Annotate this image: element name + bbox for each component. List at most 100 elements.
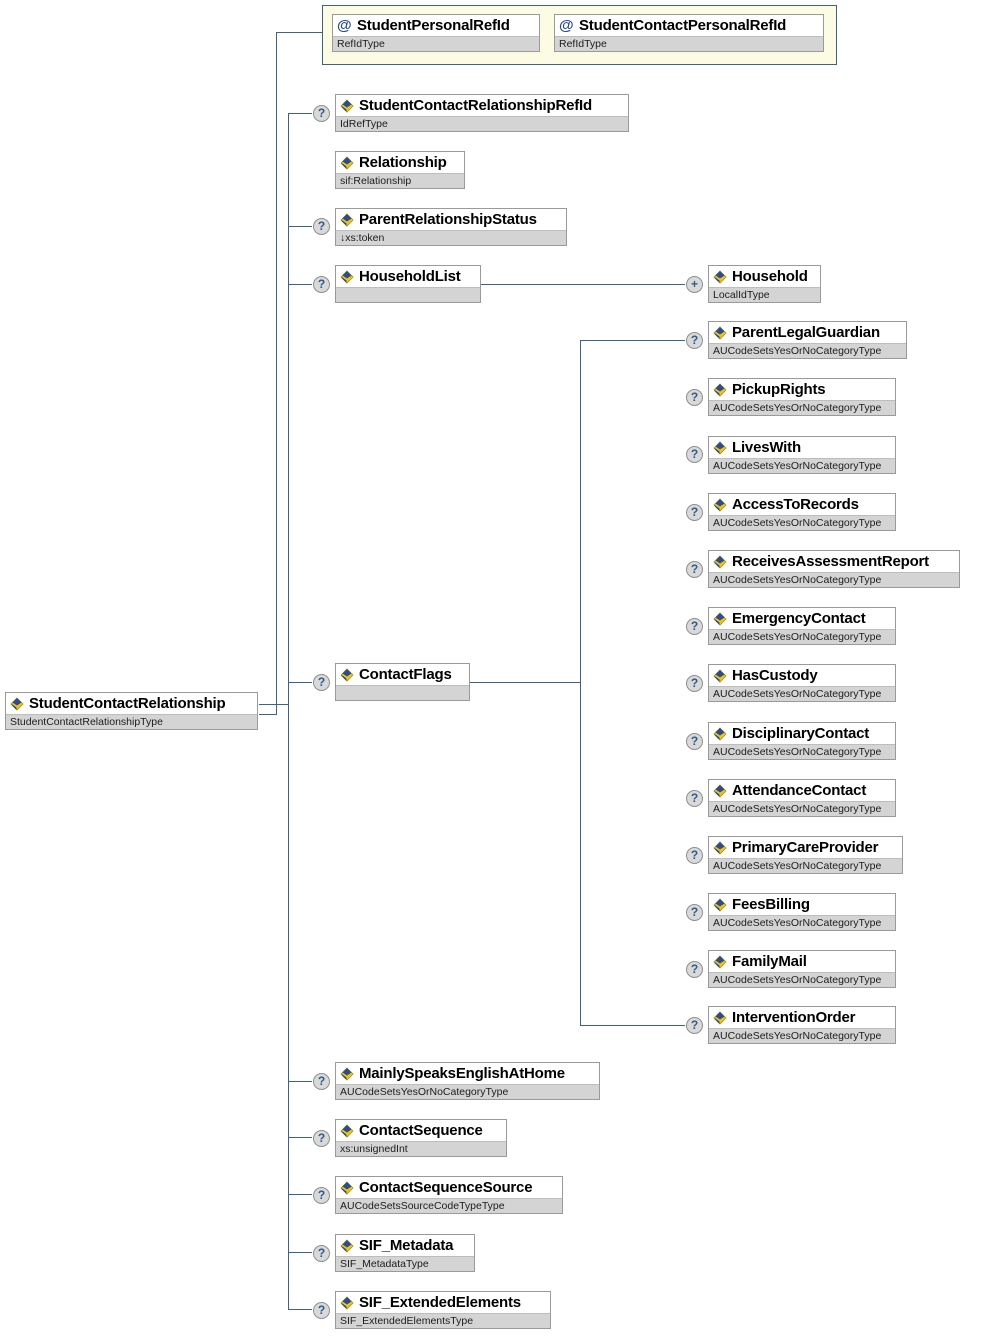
attribute-type: RefIdType — [333, 36, 539, 51]
element-node-relationship[interactable]: Relationship sif:Relationship — [335, 151, 465, 189]
element-node-interventionorder[interactable]: InterventionOrder AUCodeSetsYesOrNoCateg… — [708, 1006, 896, 1044]
occurrence-marker-optional[interactable]: ? — [686, 1017, 703, 1034]
occurrence-marker-expand[interactable]: + — [686, 276, 703, 293]
connector-flags-hub-vertical — [580, 340, 581, 1026]
occurrence-marker-optional[interactable]: ? — [313, 276, 330, 293]
occurrence-marker-optional[interactable]: ? — [686, 618, 703, 635]
occurrence-marker-optional[interactable]: ? — [686, 389, 703, 406]
element-type: AUCodeSetsYesOrNoCategoryType — [709, 343, 906, 358]
connector-stub-contactsequencesource — [288, 1194, 312, 1195]
element-icon — [713, 325, 727, 340]
root-type: StudentContactRelationshipType — [6, 714, 257, 729]
attribute-node-studentcontactpersonalrefid[interactable]: @ StudentContactPersonalRefId RefIdType — [554, 14, 824, 52]
element-icon — [713, 897, 727, 912]
element-label: DisciplinaryContact — [732, 725, 870, 742]
element-node-accesstorecords[interactable]: AccessToRecords AUCodeSetsYesOrNoCategor… — [708, 493, 896, 531]
element-node-contactflags[interactable]: ContactFlags — [335, 663, 470, 701]
element-node-sif-extendedelements[interactable]: SIF_ExtendedElements SIF_ExtendedElement… — [335, 1291, 551, 1329]
element-node-parentlegalguardian[interactable]: ParentLegalGuardian AUCodeSetsYesOrNoCat… — [708, 321, 907, 359]
element-name-row: ParentLegalGuardian — [709, 322, 906, 343]
element-type: AUCodeSetsYesOrNoCategoryType — [709, 515, 895, 530]
element-node-liveswith[interactable]: LivesWith AUCodeSetsYesOrNoCategoryType — [708, 436, 896, 474]
element-node-household[interactable]: Household LocalIdType — [708, 265, 821, 303]
element-type: AUCodeSetsSourceCodeTypeType — [336, 1198, 562, 1213]
element-name-row: FamilyMail — [709, 951, 895, 972]
element-node-mainlyspeaksenglishathome[interactable]: MainlySpeaksEnglishAtHome AUCodeSetsYesO… — [335, 1062, 600, 1100]
occurrence-marker-optional[interactable]: ? — [686, 332, 703, 349]
occurrence-marker-optional[interactable]: ? — [313, 1073, 330, 1090]
element-icon — [713, 668, 727, 683]
element-label: InterventionOrder — [732, 1009, 856, 1026]
connector-contactflags-to-hub — [470, 682, 581, 683]
element-type: LocalIdType — [709, 287, 820, 302]
element-icon — [340, 269, 354, 284]
occurrence-marker-optional[interactable]: ? — [313, 1130, 330, 1147]
element-name-row: Relationship — [336, 152, 464, 173]
element-node-attendancecontact[interactable]: AttendanceContact AUCodeSetsYesOrNoCateg… — [708, 779, 896, 817]
element-node-primarycareprovider[interactable]: PrimaryCareProvider AUCodeSetsYesOrNoCat… — [708, 836, 903, 874]
occurrence-marker-optional[interactable]: ? — [313, 1302, 330, 1319]
connector-stub-parentrelationshipstatus — [288, 226, 312, 227]
occurrence-marker-optional[interactable]: ? — [313, 1187, 330, 1204]
occurrence-marker-optional[interactable]: ? — [686, 675, 703, 692]
occurrence-marker-optional[interactable]: ? — [313, 105, 330, 122]
element-node-studentcontactrelationshiprefid[interactable]: StudentContactRelationshipRefId IdRefTyp… — [335, 94, 629, 132]
element-name-row: StudentContactRelationshipRefId — [336, 95, 628, 116]
element-name-row: Household — [709, 266, 820, 287]
element-name-row: HasCustody — [709, 665, 895, 686]
element-icon — [713, 611, 727, 626]
element-node-contactsequence[interactable]: ContactSequence xs:unsignedInt — [335, 1119, 507, 1157]
element-name-row: PrimaryCareProvider — [709, 837, 902, 858]
element-label: MainlySpeaksEnglishAtHome — [359, 1065, 565, 1082]
element-node-emergencycontact[interactable]: EmergencyContact AUCodeSetsYesOrNoCatego… — [708, 607, 896, 645]
element-name-row: MainlySpeaksEnglishAtHome — [336, 1063, 599, 1084]
element-label: ContactFlags — [359, 666, 452, 683]
root-node-studentcontactrelationship[interactable]: StudentContactRelationship StudentContac… — [5, 692, 258, 730]
occurrence-marker-optional[interactable]: ? — [686, 961, 703, 978]
occurrence-marker-optional[interactable]: ? — [313, 674, 330, 691]
element-node-familymail[interactable]: FamilyMail AUCodeSetsYesOrNoCategoryType — [708, 950, 896, 988]
element-label: AttendanceContact — [732, 782, 867, 799]
occurrence-marker-optional[interactable]: ? — [686, 504, 703, 521]
connector-stub-householdlist — [288, 284, 312, 285]
element-label: ParentLegalGuardian — [732, 324, 880, 341]
element-icon — [713, 382, 727, 397]
element-type: xs:unsignedInt — [336, 1141, 506, 1156]
element-node-receivesassessmentreport[interactable]: ReceivesAssessmentReport AUCodeSetsYesOr… — [708, 550, 960, 588]
element-name-row: ContactSequence — [336, 1120, 506, 1141]
element-node-disciplinarycontact[interactable]: DisciplinaryContact AUCodeSetsYesOrNoCat… — [708, 722, 896, 760]
element-name-row: ParentRelationshipStatus — [336, 209, 566, 230]
element-type: AUCodeSetsYesOrNoCategoryType — [709, 972, 895, 987]
element-node-feesbilling[interactable]: FeesBilling AUCodeSetsYesOrNoCategoryTyp… — [708, 893, 896, 931]
element-icon — [340, 212, 354, 227]
element-icon — [713, 783, 727, 798]
element-node-contactsequencesource[interactable]: ContactSequenceSource AUCodeSetsSourceCo… — [335, 1176, 563, 1214]
element-type — [336, 685, 469, 700]
connector-householdlist-to-household — [481, 284, 685, 285]
element-icon — [340, 1295, 354, 1310]
attribute-node-studentpersonalrefid[interactable]: @ StudentPersonalRefId RefIdType — [332, 14, 540, 52]
occurrence-marker-optional[interactable]: ? — [686, 904, 703, 921]
attribute-type: RefIdType — [555, 36, 823, 51]
occurrence-marker-optional[interactable]: ? — [686, 847, 703, 864]
element-node-householdlist[interactable]: HouseholdList — [335, 265, 481, 303]
occurrence-marker-optional[interactable]: ? — [686, 790, 703, 807]
occurrence-marker-optional[interactable]: ? — [313, 218, 330, 235]
element-name-row: HouseholdList — [336, 266, 480, 287]
occurrence-marker-optional[interactable]: ? — [686, 561, 703, 578]
occurrence-marker-optional[interactable]: ? — [313, 1245, 330, 1262]
element-node-sif-metadata[interactable]: SIF_Metadata SIF_MetadataType — [335, 1234, 475, 1272]
occurrence-marker-optional[interactable]: ? — [686, 733, 703, 750]
element-node-parentrelationshipstatus[interactable]: ParentRelationshipStatus ↓xs:token — [335, 208, 567, 246]
connector-stub-contactsequence — [288, 1137, 312, 1138]
element-label: PickupRights — [732, 381, 826, 398]
attribute-name-row: @ StudentPersonalRefId — [333, 15, 539, 36]
element-icon — [340, 1238, 354, 1253]
element-icon — [713, 497, 727, 512]
element-node-hascustody[interactable]: HasCustody AUCodeSetsYesOrNoCategoryType — [708, 664, 896, 702]
element-node-pickuprights[interactable]: PickupRights AUCodeSetsYesOrNoCategoryTy… — [708, 378, 896, 416]
element-label: StudentContactRelationshipRefId — [359, 97, 592, 114]
occurrence-marker-optional[interactable]: ? — [686, 446, 703, 463]
element-name-row: AttendanceContact — [709, 780, 895, 801]
element-name-row: AccessToRecords — [709, 494, 895, 515]
